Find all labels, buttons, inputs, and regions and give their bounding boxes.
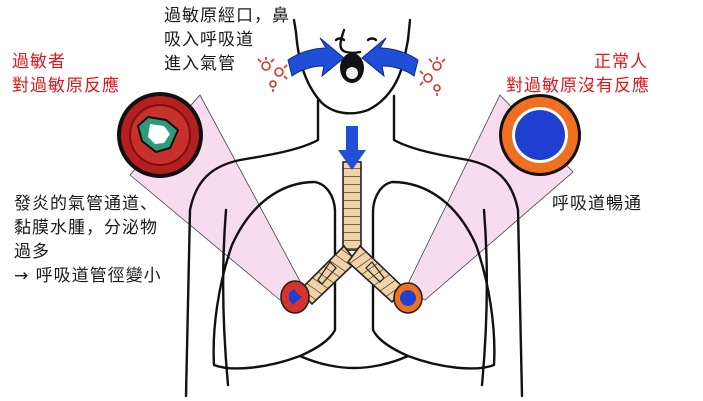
inhale-line-2: 吸入呼吸道 (164, 30, 254, 50)
clear-airway-text: 呼吸道暢通 (552, 194, 642, 214)
normal-line-2: 對過敏原沒有反應 (506, 76, 650, 96)
inflamed-line-4: → 呼吸道管徑變小 (14, 266, 162, 286)
allergic-person-label: 過敏者 對過敏原反應 (12, 50, 120, 98)
clear-airway-label: 呼吸道暢通 (552, 192, 642, 216)
allergic-line-2: 對過敏原反應 (12, 76, 120, 96)
inflamed-bronchus-end (280, 280, 310, 314)
allergic-line-1: 過敏者 (12, 52, 66, 72)
inhale-label: 過敏原經口，鼻 吸入呼吸道 進入氣管 (164, 4, 290, 76)
inhale-line-1: 過敏原經口，鼻 (164, 6, 290, 26)
inflamed-airway-crosssection (117, 92, 203, 178)
down-arrow-icon (338, 126, 366, 170)
inflamed-line-2: 黏膜水腫，分泌物 (14, 218, 158, 238)
normal-line-1: 正常人 (594, 52, 648, 72)
normal-person-label: 正常人 對過敏原沒有反應 (506, 50, 650, 98)
body-outline (184, 18, 524, 398)
inflamed-airway-label: 發炎的氣管通道、 黏膜水腫，分泌物 過多 → 呼吸道管徑變小 (14, 192, 162, 288)
inhale-arrow-icon (287, 37, 419, 78)
normal-airway-crosssection (499, 94, 581, 176)
inflamed-line-3: 過多 (14, 242, 50, 262)
normal-bronchus-end (393, 282, 423, 314)
allergen-virus-icon (257, 57, 446, 96)
inhale-line-3: 進入氣管 (164, 54, 236, 74)
inflamed-line-1: 發炎的氣管通道、 (14, 194, 158, 214)
